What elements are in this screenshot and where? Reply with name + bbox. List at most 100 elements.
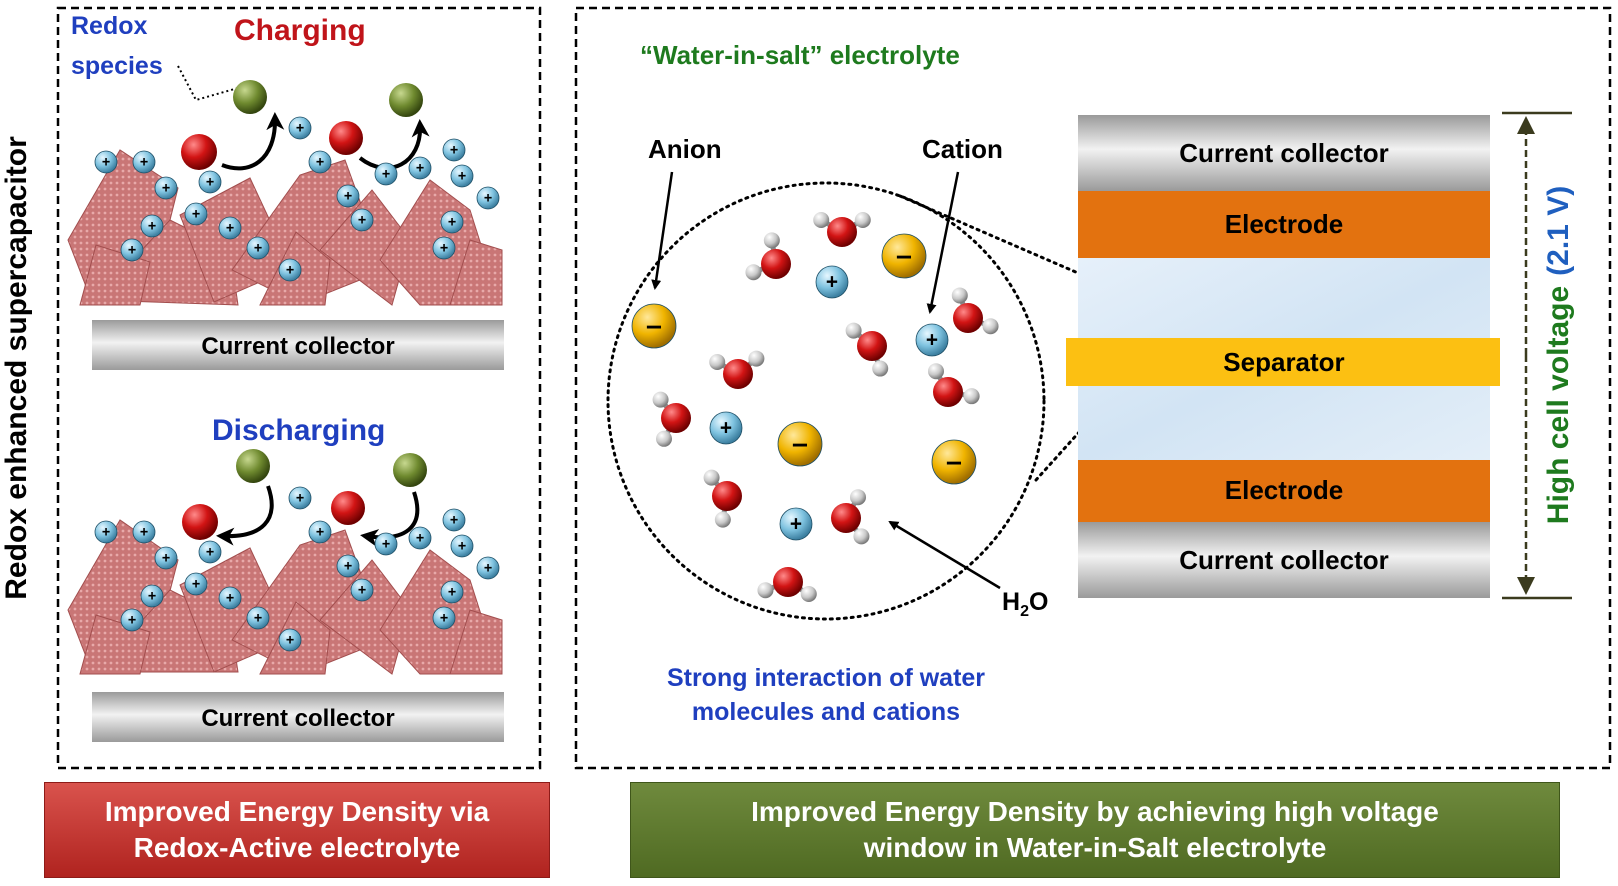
- cation-ion: +: [198, 540, 222, 564]
- svg-text:+: +: [254, 611, 262, 627]
- cation-ion: +: [476, 556, 500, 580]
- anion-label: Anion: [648, 134, 722, 164]
- svg-text:–: –: [792, 428, 808, 460]
- svg-text:+: +: [440, 241, 448, 257]
- stack-electrode-top: [1078, 191, 1490, 258]
- nanosheet-stack-top: [67, 149, 503, 306]
- current-collector-bottom-left-label: Current collector: [201, 705, 394, 732]
- charging-arrow-2: [358, 119, 430, 170]
- redox-oxidized-ion: [236, 449, 270, 483]
- voltage-label: High cell voltage(2.1 V): [1542, 186, 1575, 524]
- stack-electrode-bottom-label: Electrode: [1225, 475, 1344, 505]
- cation-ion: +: [336, 184, 360, 208]
- cation-ion: +: [154, 546, 178, 570]
- discharging-arrow-1: [216, 485, 274, 546]
- stack-electrode-top-label: Electrode: [1225, 209, 1344, 239]
- voltage-bracket: [1502, 111, 1572, 600]
- water-molecule: [745, 232, 791, 281]
- water-pointer-arrow: [888, 520, 1001, 590]
- svg-text:+: +: [382, 537, 390, 553]
- svg-text:+: +: [140, 525, 148, 541]
- cation-ion: +: [440, 580, 464, 604]
- cation-ion: +: [408, 526, 432, 550]
- cation-ion: +: [278, 258, 302, 282]
- cation-ion: +: [476, 186, 500, 210]
- svg-text:+: +: [162, 181, 170, 197]
- caption-line1: Strong interaction of water: [667, 664, 985, 692]
- cation-ion: +: [132, 150, 156, 174]
- cation-ion: +: [132, 520, 156, 544]
- svg-text:+: +: [296, 491, 304, 507]
- water-molecule: [703, 469, 742, 528]
- svg-text:+: +: [450, 513, 458, 529]
- svg-text:+: +: [102, 525, 110, 541]
- anion-ion: –: [881, 233, 927, 279]
- cation-ion: +: [432, 606, 456, 630]
- redox-label-line2: species: [71, 52, 163, 80]
- cation-ion: +: [709, 411, 743, 445]
- svg-text:+: +: [254, 241, 262, 257]
- cation-ion: +: [94, 150, 118, 174]
- banner-right-line1: Improved Energy Density by achieving hig…: [751, 796, 1439, 827]
- cation-ion: +: [140, 214, 164, 238]
- discharging-scene: Current collector Discharging: [67, 414, 504, 742]
- svg-text:+: +: [140, 155, 148, 171]
- cation-ion: +: [442, 138, 466, 162]
- cation-ion: +: [198, 170, 222, 194]
- cation-ion: +: [408, 156, 432, 180]
- svg-text:+: +: [192, 207, 200, 223]
- caption-line2: molecules and cations: [692, 698, 960, 726]
- anion-ion: –: [631, 303, 677, 349]
- cation-ion: +: [350, 208, 374, 232]
- svg-text:+: +: [440, 611, 448, 627]
- cation-ion: +: [374, 162, 398, 186]
- cation-ion: +: [288, 116, 312, 140]
- cation-ion: +: [218, 586, 242, 610]
- cation-ion: +: [308, 520, 332, 544]
- svg-text:+: +: [206, 545, 214, 561]
- water-molecule: [757, 567, 817, 602]
- cation-ion: +: [288, 486, 312, 510]
- current-collector-top-left: [92, 320, 504, 370]
- svg-text:+: +: [448, 585, 456, 601]
- charging-label: Charging: [234, 14, 366, 47]
- svg-text:+: +: [162, 551, 170, 567]
- redox-oxidized-ion: [389, 83, 423, 117]
- svg-text:+: +: [416, 161, 424, 177]
- svg-text:+: +: [358, 213, 366, 229]
- anion-pointer-arrow: [651, 171, 674, 290]
- banner-left-line2: Redox-Active electrolyte: [133, 832, 461, 863]
- svg-text:+: +: [102, 155, 110, 171]
- side-title: Redox enhanced supercapacitor: [0, 136, 33, 600]
- svg-text:+: +: [148, 589, 156, 605]
- current-collector-top-left-label: Current collector: [201, 333, 394, 360]
- banner-right-line2: window in Water-in-Salt electrolyte: [863, 832, 1327, 863]
- svg-text:+: +: [296, 121, 304, 137]
- anion-ion: –: [777, 421, 823, 467]
- svg-text:+: +: [128, 243, 136, 259]
- cation-ion: +: [184, 572, 208, 596]
- svg-text:+: +: [416, 531, 424, 547]
- cation-ion: +: [218, 216, 242, 240]
- stack-collector-bottom-label: Current collector: [1179, 545, 1389, 575]
- redox-oxidized-ion: [393, 453, 427, 487]
- svg-text:+: +: [358, 583, 366, 599]
- redox-reduced-ion: [331, 491, 365, 525]
- water-molecule: [845, 322, 889, 377]
- cation-ion: +: [779, 507, 813, 541]
- water-in-salt-title: “Water-in-salt” electrolyte: [640, 40, 960, 70]
- water-molecule: [813, 212, 871, 247]
- discharging-arrow-2: [360, 491, 420, 547]
- svg-text:+: +: [484, 191, 492, 207]
- water-molecule: [652, 391, 691, 447]
- svg-text:+: +: [484, 561, 492, 577]
- stack-electrode-bottom: [1078, 460, 1490, 522]
- charging-arrow-1: [221, 112, 285, 171]
- water-molecule: [928, 363, 980, 407]
- cell-stack: Current collector Electrode Separator El…: [1066, 115, 1500, 598]
- current-collector-bottom-left: [92, 692, 504, 742]
- svg-text:+: +: [720, 417, 732, 440]
- stack-collector-top-label: Current collector: [1179, 138, 1389, 168]
- cation-ion: +: [374, 532, 398, 556]
